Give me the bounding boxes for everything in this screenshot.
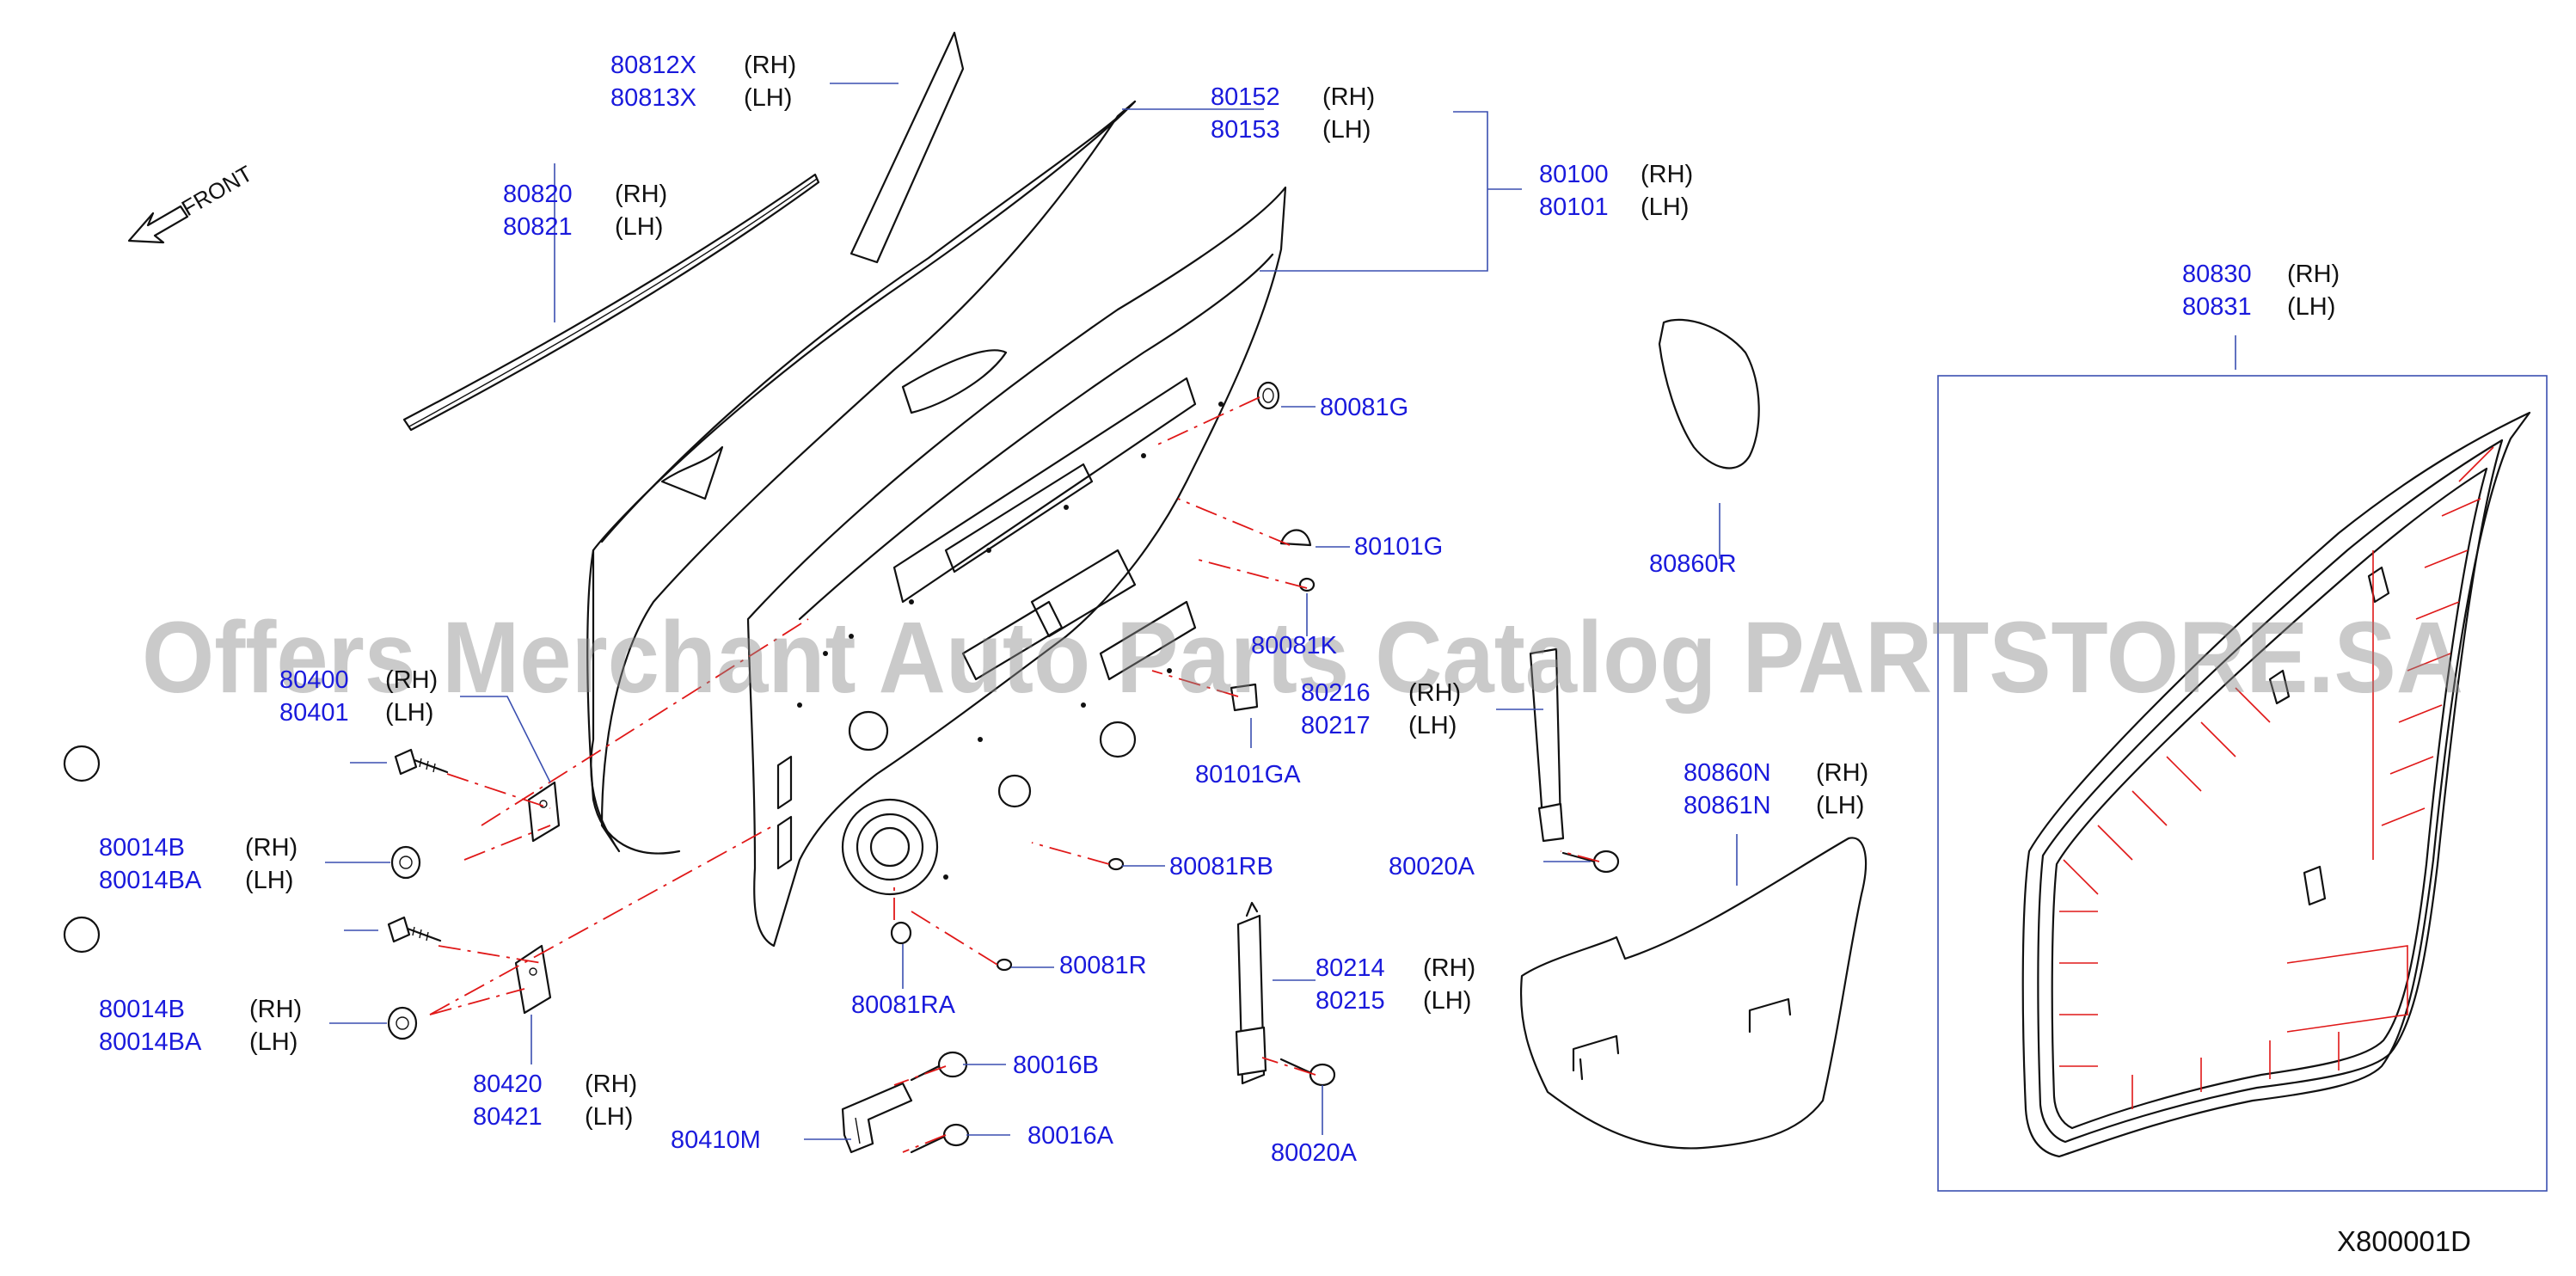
front-label: FRONT (177, 160, 257, 221)
part-number[interactable]: 80020A (1389, 853, 1475, 880)
part-number[interactable]: 80020A (1271, 1139, 1358, 1167)
hinge-bolt-lower (387, 916, 442, 943)
side-label: (RH) (249, 996, 302, 1023)
door-weatherstrip-part (2021, 411, 2531, 1158)
bolt-80020a-lower (1279, 1058, 1336, 1087)
side-label: (RH) (1423, 954, 1475, 982)
bolt-badge-icon (63, 745, 101, 782)
bolt-80016a (910, 1123, 970, 1154)
bolt-80020a-upper (1561, 850, 1620, 874)
bolt-80016b (910, 1051, 968, 1082)
side-label: (LH) (585, 1103, 633, 1131)
part-number[interactable]: 80014B (99, 834, 185, 862)
part-number[interactable]: 80101 (1539, 193, 1609, 221)
side-label: (LH) (615, 213, 663, 241)
hinge-nut-lower (387, 1006, 418, 1040)
part-number[interactable]: 80014BA (99, 1028, 202, 1056)
part-number[interactable]: 80081RB (1169, 853, 1273, 880)
part-number[interactable]: 80216 (1301, 679, 1371, 707)
side-label: (LH) (1641, 193, 1689, 221)
part-number[interactable]: 80820 (503, 181, 573, 208)
part-number[interactable]: 80101GA (1195, 761, 1301, 788)
part-number[interactable]: 80016B (1013, 1052, 1099, 1079)
part-number[interactable]: 80821 (503, 213, 573, 241)
lower-hinge-part (514, 944, 552, 1015)
side-label: (RH) (245, 834, 297, 862)
side-label: (RH) (1408, 679, 1461, 707)
part-number[interactable]: 80861N (1684, 792, 1771, 819)
side-label: (LH) (249, 1028, 297, 1056)
part-number[interactable]: 80215 (1316, 987, 1385, 1015)
hinge-bolt-upper (394, 748, 449, 776)
side-label: (LH) (1322, 116, 1371, 144)
part-number[interactable]: 80152 (1211, 83, 1280, 111)
door-outer-panel (586, 100, 1137, 855)
part-number[interactable]: 80813X (610, 84, 696, 112)
side-label: (RH) (1322, 83, 1375, 111)
door-inner-panel (746, 186, 1287, 948)
part-number[interactable]: 80153 (1211, 116, 1280, 144)
part-number[interactable]: 80830 (2182, 261, 2252, 288)
part-number[interactable]: 80214 (1316, 954, 1385, 982)
part-number[interactable]: 80860N (1684, 759, 1771, 787)
assembly-lines (429, 396, 1600, 1153)
part-number[interactable]: 80421 (473, 1103, 543, 1131)
bolt-badge-icon (63, 916, 101, 954)
side-label: (LH) (2287, 293, 2335, 321)
part-number[interactable]: 80420 (473, 1070, 543, 1098)
side-label: (RH) (2287, 261, 2340, 288)
plug-80081r (996, 958, 1013, 972)
sash-trim-part (849, 31, 965, 264)
plug-80081ra (890, 921, 912, 945)
watermark-text: Offers Merchant Auto Parts Catalog PARTS… (142, 601, 2463, 715)
plug-80101g (1279, 529, 1312, 547)
part-number[interactable]: 80812X (610, 52, 696, 79)
side-label: (LH) (385, 699, 433, 727)
hinge-nut-upper (390, 845, 421, 880)
plug-80081rb (1107, 857, 1125, 871)
part-number[interactable]: 80014B (99, 996, 185, 1023)
part-number[interactable]: 80401 (279, 699, 349, 727)
part-number[interactable]: 80410M (671, 1126, 761, 1154)
front-arrow-icon (127, 205, 189, 244)
part-number[interactable]: 80081G (1320, 394, 1408, 421)
side-label: (RH) (615, 181, 667, 208)
side-label: (LH) (744, 84, 792, 112)
weatherstrip-frame (1937, 375, 2548, 1192)
plug-80101ga (1230, 683, 1259, 712)
check-link-part (841, 1082, 913, 1154)
plug-80081g (1256, 381, 1280, 410)
part-number[interactable]: 80101G (1354, 533, 1443, 561)
plug-80081k (1298, 577, 1316, 592)
side-label: (RH) (1641, 161, 1693, 188)
side-label: (LH) (245, 867, 293, 894)
side-label: (LH) (1423, 987, 1471, 1015)
side-label: (RH) (385, 666, 438, 694)
part-number[interactable]: 80400 (279, 666, 349, 694)
part-number[interactable]: 80831 (2182, 293, 2252, 321)
leader-lines (325, 83, 2236, 1140)
part-number[interactable]: 80100 (1539, 161, 1609, 188)
side-label: (LH) (1816, 792, 1864, 819)
front-sash-channel (1235, 901, 1267, 1085)
part-number[interactable]: 80081RA (851, 991, 956, 1019)
outside-moulding-part (402, 173, 820, 432)
side-label: (RH) (744, 52, 796, 79)
part-number[interactable]: 80081R (1059, 952, 1147, 979)
side-label: (RH) (1816, 759, 1868, 787)
part-number[interactable]: 80014BA (99, 867, 202, 894)
side-label: (RH) (585, 1070, 637, 1098)
rear-sash-channel (1529, 647, 1565, 843)
side-label: (LH) (1408, 712, 1457, 739)
part-number[interactable]: 80860R (1649, 550, 1737, 578)
part-number[interactable]: 80081K (1251, 632, 1338, 659)
sealing-screen-large (1519, 837, 1868, 1150)
part-number[interactable]: 80217 (1301, 712, 1371, 739)
part-number[interactable]: 80016A (1027, 1122, 1114, 1150)
diagram-code: X800001D (2337, 1225, 2471, 1257)
sealing-screen-small (1658, 318, 1760, 469)
upper-hinge-part (527, 781, 561, 843)
